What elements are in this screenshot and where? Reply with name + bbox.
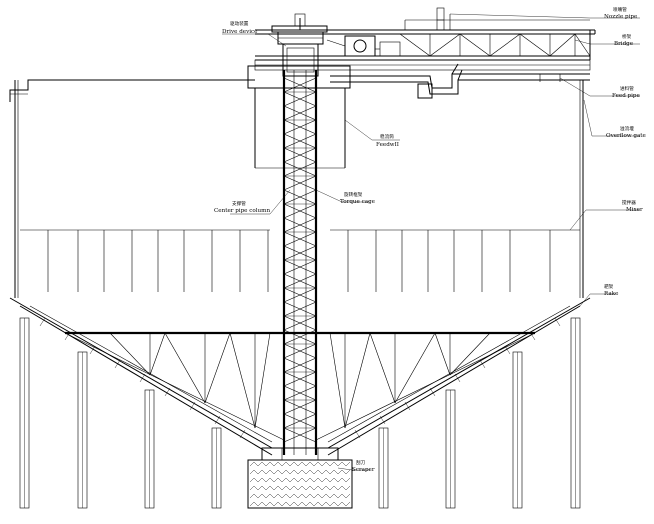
drive-device bbox=[271, 25, 401, 77]
label-drive-device-en: Drive device bbox=[222, 29, 258, 35]
label-feed-well-en: FeedwII bbox=[376, 142, 399, 148]
center-pipe-column bbox=[282, 13, 318, 455]
label-center-column-cn: 支撑管 bbox=[232, 200, 246, 207]
label-nozzle-pipe-en: Nozzle pipe bbox=[604, 14, 638, 20]
label-center-column-en: Center pipe column bbox=[214, 208, 270, 214]
label-feed-pipe-en: Feed pipe bbox=[612, 93, 641, 99]
label-feed-pipe-cn: 进料管 bbox=[620, 85, 634, 92]
feed-pipe bbox=[330, 63, 590, 99]
label-drive-device-cn: 驱动装置 bbox=[230, 20, 249, 27]
rake-arms bbox=[64, 331, 536, 441]
labels: 驱动装置 Drive device 喷嘴管 Nozzle pipe 桥架 Bri… bbox=[214, 6, 647, 473]
label-scraper-cn: 刮刀 bbox=[356, 459, 366, 466]
leader-lines bbox=[222, 13, 640, 471]
label-feed-well-cn: 稳流筒 bbox=[380, 133, 394, 140]
support-columns bbox=[19, 317, 581, 509]
label-mixer-cn: 搅拌器 bbox=[622, 199, 636, 206]
label-rake-cn: 耙架 bbox=[604, 284, 614, 290]
center-sump bbox=[247, 447, 353, 509]
mixer-pickets bbox=[20, 229, 580, 292]
label-overflow-gate-en: Overflow gate bbox=[606, 133, 647, 139]
label-scraper-en: Scraper bbox=[352, 467, 375, 473]
bridge-truss bbox=[254, 7, 596, 71]
label-torque-cage-en: Torque cage bbox=[340, 199, 376, 205]
label-mixer-en: Mixer bbox=[626, 207, 643, 213]
label-nozzle-pipe-cn: 喷嘴管 bbox=[613, 6, 627, 13]
tank-wall bbox=[9, 79, 584, 298]
label-rake-en: Rake bbox=[604, 291, 619, 297]
label-torque-cage-cn: 旋转框架 bbox=[344, 191, 363, 198]
label-bridge-en: Bridge bbox=[614, 41, 634, 47]
cone-bottom bbox=[9, 297, 591, 456]
label-overflow-gate-cn: 溢流堰 bbox=[620, 125, 634, 132]
label-bridge-cn: 桥架 bbox=[622, 33, 632, 40]
feed-well bbox=[247, 65, 351, 169]
